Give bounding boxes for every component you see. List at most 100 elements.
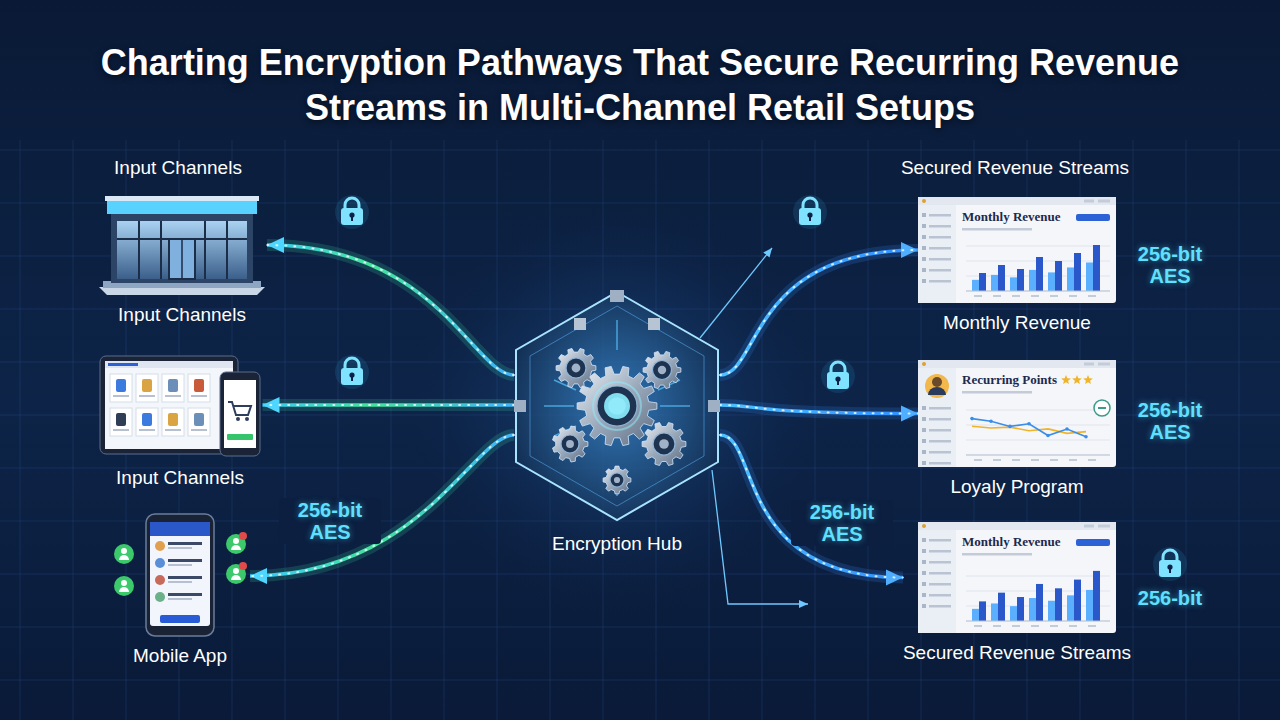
art-rect xyxy=(929,561,951,564)
art-line xyxy=(966,455,1110,456)
art-circle xyxy=(1027,422,1031,426)
diagram-title: Charting Encryption Pathways That Secure… xyxy=(90,40,1190,130)
art-polygon xyxy=(516,292,718,520)
flow-glow xyxy=(720,250,918,375)
flow-glow xyxy=(267,245,514,375)
art-rect xyxy=(1010,606,1017,621)
art-line xyxy=(966,425,1110,426)
art-circle xyxy=(597,386,637,426)
art-rect xyxy=(922,246,926,250)
art-use xyxy=(335,195,369,229)
flow-particles xyxy=(267,245,514,375)
art-rect xyxy=(929,247,951,250)
encryption-tag: 256-bit AES xyxy=(1122,399,1218,443)
art-rect xyxy=(1036,257,1043,291)
art-rect xyxy=(168,593,202,596)
art-rect xyxy=(220,372,260,456)
art-rect xyxy=(1076,539,1110,546)
art-rect xyxy=(108,363,138,366)
art-circle xyxy=(1084,435,1088,439)
art-path xyxy=(119,587,129,592)
art-line xyxy=(181,239,183,279)
art-circle xyxy=(233,568,239,574)
art-rect xyxy=(922,439,926,443)
art-rect xyxy=(1098,200,1110,203)
art-rect xyxy=(922,279,926,283)
art-rect xyxy=(150,522,210,536)
art-rect xyxy=(922,582,926,586)
art-rect xyxy=(117,221,247,279)
art-rect xyxy=(168,379,178,392)
encrypted-flow xyxy=(720,250,918,375)
art-rect xyxy=(165,395,181,397)
art-rect xyxy=(116,413,126,426)
art-rect xyxy=(991,603,998,621)
art-circle xyxy=(114,544,134,564)
art-rect xyxy=(979,273,986,291)
art-rect xyxy=(962,391,1032,394)
art-rect xyxy=(1029,598,1036,621)
art-rect xyxy=(1098,525,1110,528)
art-rect xyxy=(998,593,1005,621)
art-rect xyxy=(1055,261,1062,291)
art-path xyxy=(928,387,946,395)
art-rect xyxy=(100,356,238,454)
art-line xyxy=(966,621,1110,622)
art-circle xyxy=(155,558,165,568)
revenue-card-caption: Monthly Revenue xyxy=(918,311,1116,335)
art-circle xyxy=(610,473,624,487)
art-rect xyxy=(194,379,204,392)
flow-particles xyxy=(263,404,515,406)
grid-line xyxy=(338,140,339,720)
flow-particles xyxy=(720,435,903,578)
revenue-card-art: Monthly Revenue xyxy=(918,197,1116,303)
art-rect xyxy=(162,408,184,436)
encryption-hub: Encryption Hub xyxy=(514,290,720,556)
art-rect xyxy=(1093,571,1100,621)
art-rect xyxy=(929,462,951,465)
flow-particles xyxy=(720,250,918,375)
art-rect xyxy=(929,418,951,421)
art-circle xyxy=(155,592,165,602)
encrypted-flow xyxy=(720,435,903,578)
art-rect xyxy=(110,374,132,402)
art-rect xyxy=(918,530,956,633)
art-circle xyxy=(614,477,620,483)
flow-line xyxy=(720,435,903,578)
art-circle xyxy=(1094,400,1110,416)
art-circle xyxy=(566,440,574,448)
art-rect xyxy=(136,408,158,436)
art-rect xyxy=(974,625,982,627)
art-rect xyxy=(972,280,979,291)
art-rect xyxy=(922,406,926,410)
art-circle xyxy=(922,524,926,528)
art-rect xyxy=(1098,407,1106,409)
art-polygon xyxy=(642,423,686,466)
art-rect xyxy=(1088,459,1096,461)
art-circle xyxy=(1008,425,1012,429)
flow-line xyxy=(250,435,514,576)
art-rect xyxy=(929,539,951,542)
art-rect xyxy=(1048,601,1055,621)
art-rect xyxy=(1069,295,1077,297)
art-rect xyxy=(993,625,1001,627)
art-line xyxy=(966,576,1110,577)
grid-line xyxy=(20,140,21,720)
flow-line xyxy=(263,403,515,407)
art-rect xyxy=(918,522,1116,633)
encryption-hub-caption: Encryption Hub xyxy=(514,532,720,556)
art-rect xyxy=(922,461,926,465)
art-rect xyxy=(194,413,204,426)
art-polygon xyxy=(603,466,631,494)
art-rect xyxy=(922,571,926,575)
art-rect xyxy=(1086,590,1093,621)
art-circle xyxy=(989,419,993,423)
art-circle xyxy=(236,417,240,421)
art-rect xyxy=(165,429,181,431)
art-rect xyxy=(972,609,979,621)
encryption-tag: 256-bit AES xyxy=(279,498,381,544)
art-rect xyxy=(514,400,526,412)
art-rect xyxy=(113,429,129,431)
art-rect xyxy=(188,408,210,436)
art-rect xyxy=(610,290,624,302)
